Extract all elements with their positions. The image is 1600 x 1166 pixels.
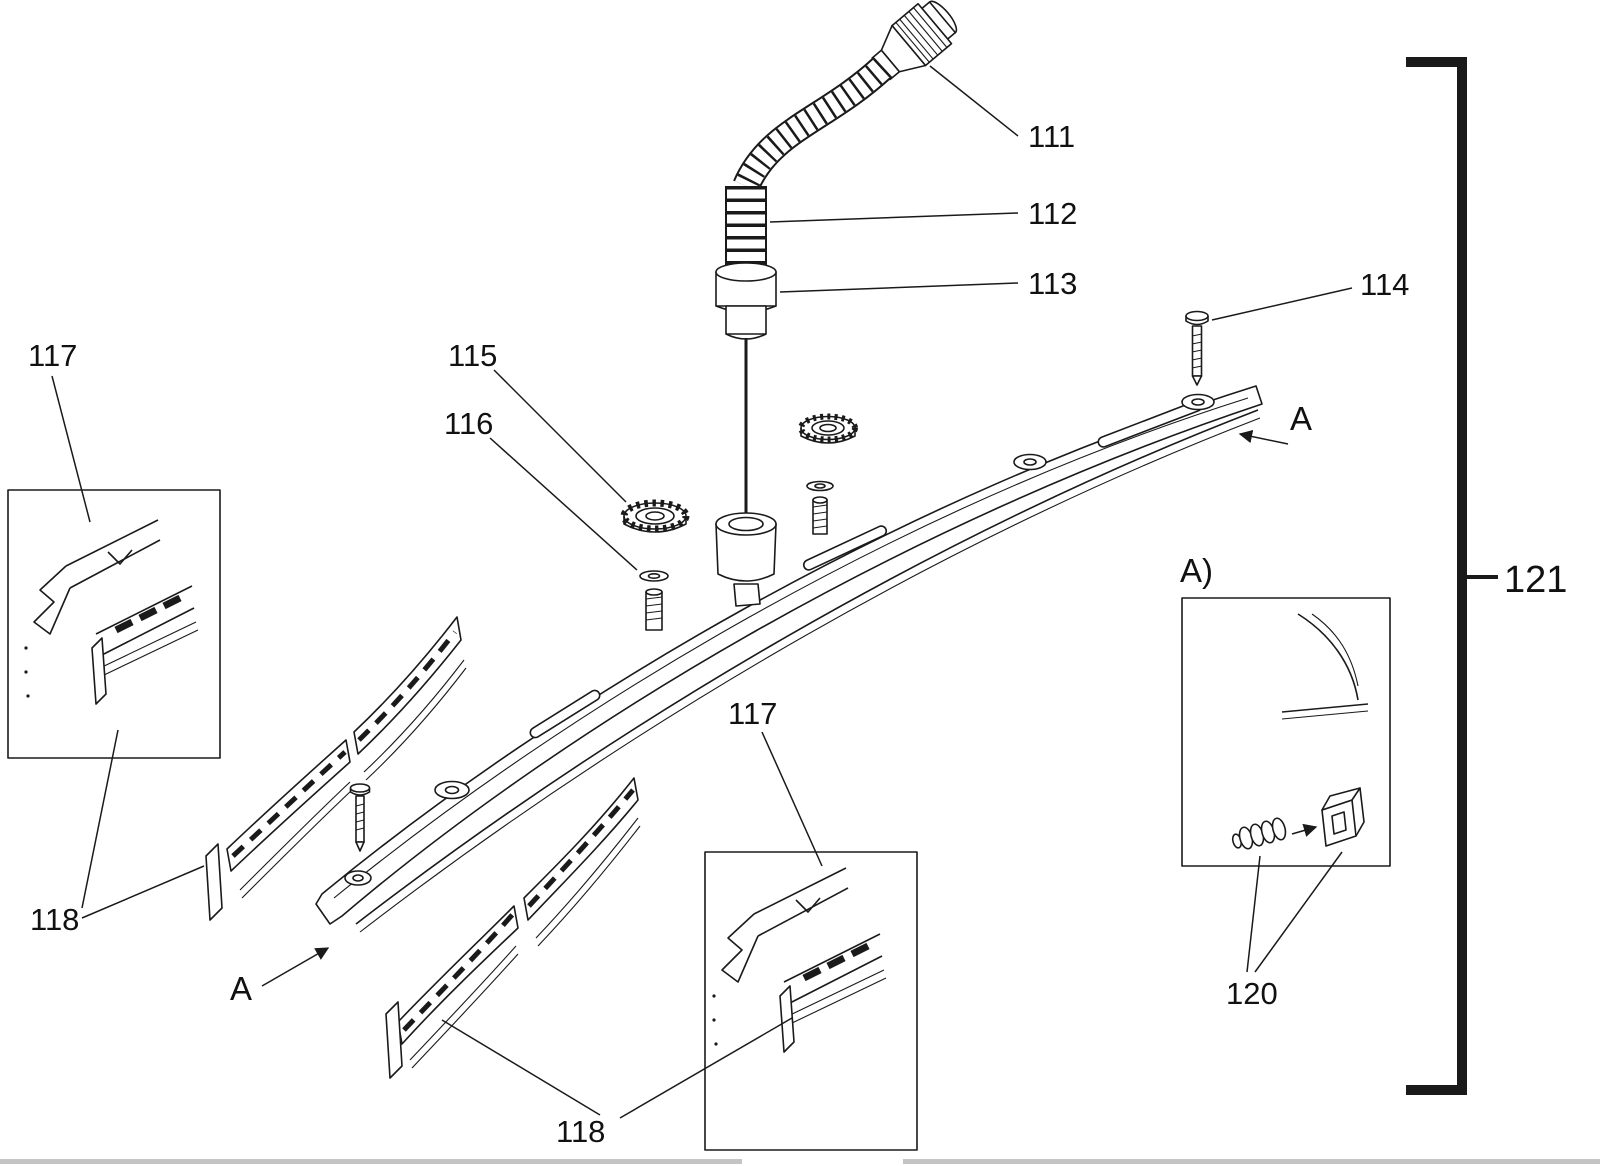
arm-slot bbox=[802, 525, 888, 571]
spring-to-clip-arrow bbox=[1291, 823, 1318, 837]
blade-strip-set-upper bbox=[205, 616, 467, 921]
stud-bolt-116 bbox=[645, 588, 663, 631]
view-a-left-arrow bbox=[261, 947, 330, 987]
thumb-knob-small bbox=[798, 413, 858, 444]
hose-connector bbox=[871, 0, 958, 81]
corrugated-hose bbox=[733, 56, 893, 193]
washer-116 bbox=[639, 570, 669, 582]
inset-117-middle bbox=[704, 851, 918, 1151]
label-inset-a-title: A) bbox=[1180, 552, 1213, 589]
mount-boss bbox=[344, 393, 1215, 886]
labels: 111 112 113 114 115 116 117 118 117 118 … bbox=[28, 119, 1567, 1149]
label-111: 111 bbox=[1028, 119, 1075, 154]
coupling-113 bbox=[715, 262, 777, 340]
screw-left bbox=[349, 783, 371, 852]
inset-view-a bbox=[1181, 597, 1391, 867]
clip-120 bbox=[1321, 787, 1365, 847]
label-view-a-left: A bbox=[230, 970, 252, 1007]
label-113: 113 bbox=[1028, 266, 1077, 301]
hose-cup-socket bbox=[715, 512, 777, 607]
blade-end-tab bbox=[385, 1001, 403, 1079]
label-112: 112 bbox=[1028, 196, 1077, 231]
label-114: 114 bbox=[1360, 267, 1409, 302]
label-121: 121 bbox=[1504, 559, 1567, 601]
spring-120 bbox=[1231, 817, 1287, 850]
screw-114 bbox=[1185, 310, 1209, 386]
arm-slot bbox=[529, 689, 601, 739]
label-118-bottom: 118 bbox=[556, 1114, 605, 1149]
view-a-right-arrow bbox=[1238, 429, 1289, 445]
label-view-a-right: A bbox=[1290, 400, 1312, 437]
washer-small bbox=[806, 480, 834, 492]
support-arm bbox=[315, 385, 1263, 933]
label-117-mid: 117 bbox=[728, 696, 777, 731]
label-116: 116 bbox=[444, 406, 493, 441]
scan-artifact bbox=[0, 1159, 1600, 1164]
label-118-left: 118 bbox=[30, 902, 79, 937]
bracket-121 bbox=[1406, 57, 1498, 1095]
leader-lines bbox=[51, 65, 1353, 1119]
label-117-left: 117 bbox=[28, 338, 77, 373]
blade-end-tab bbox=[205, 843, 223, 921]
stud-bolt-small bbox=[812, 496, 828, 535]
thumb-knob-115 bbox=[620, 499, 690, 533]
blade-strip-set-lower bbox=[385, 777, 641, 1079]
label-120: 120 bbox=[1226, 976, 1278, 1011]
label-115: 115 bbox=[448, 338, 497, 373]
inset-117-top-left bbox=[7, 489, 221, 759]
